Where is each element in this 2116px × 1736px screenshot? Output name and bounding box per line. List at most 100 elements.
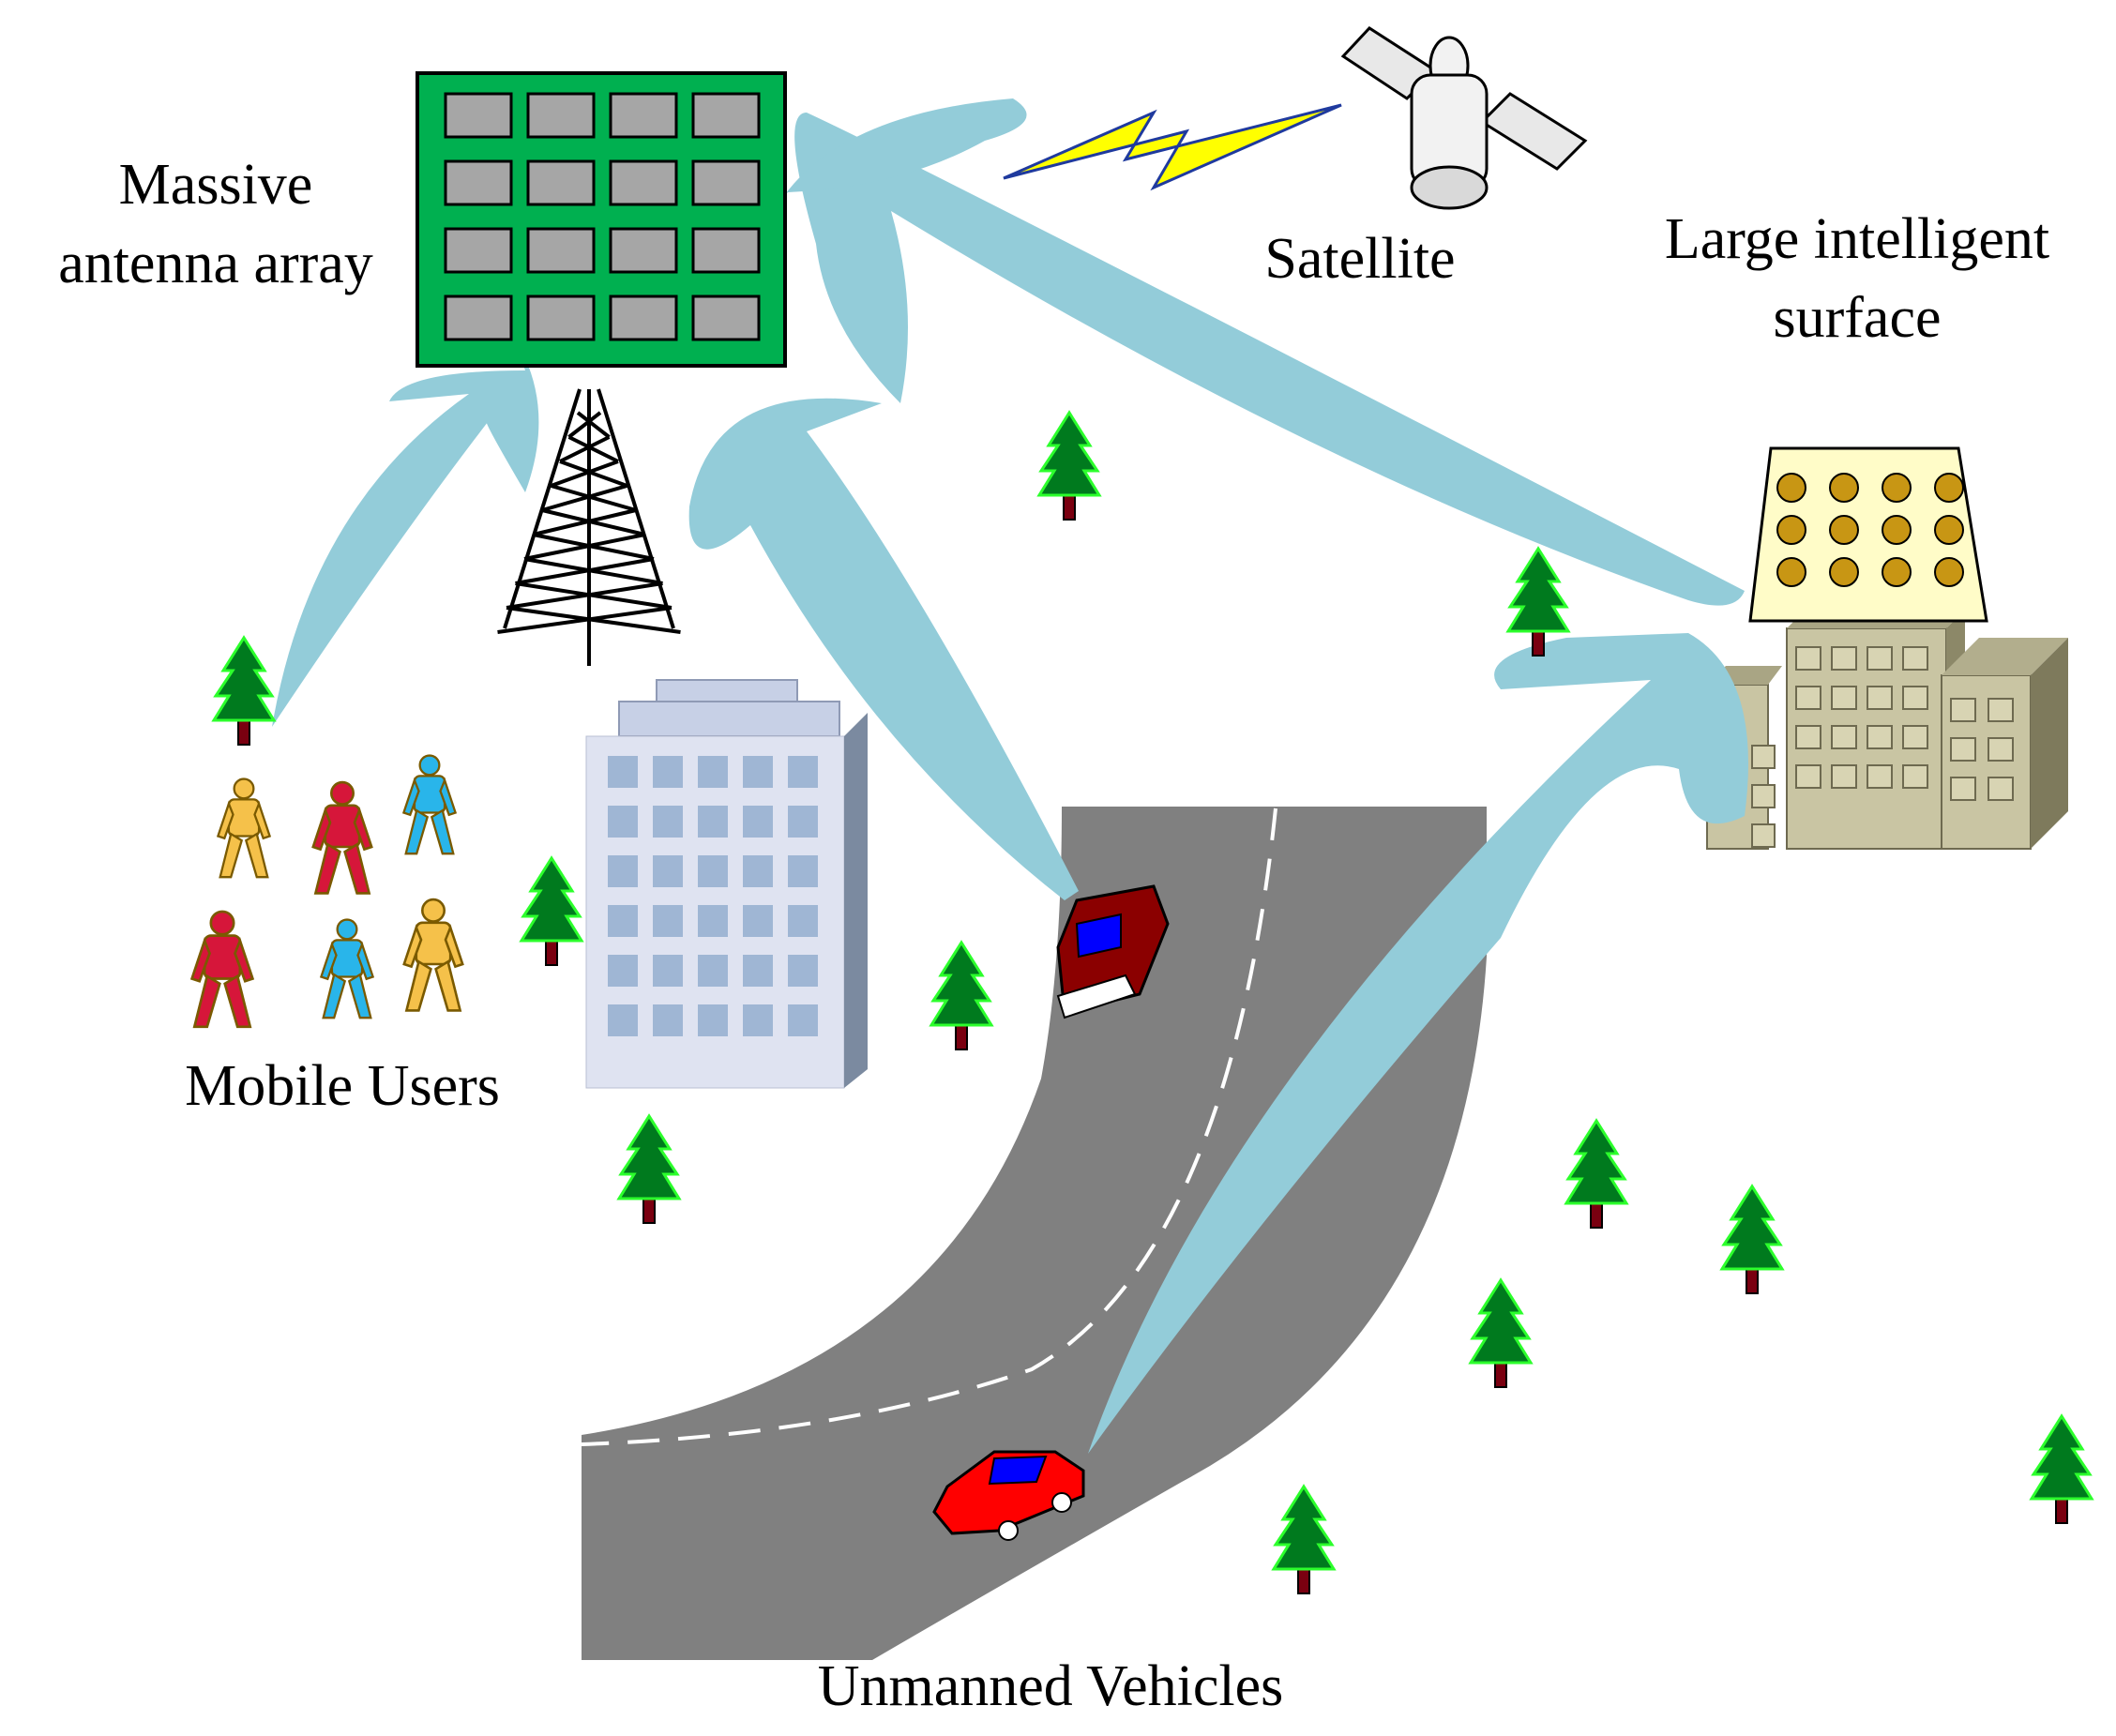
person-icon: [319, 918, 375, 1019]
office-window: [608, 756, 638, 788]
antenna-element: [691, 159, 761, 206]
building-window: [1751, 745, 1776, 769]
antenna-element: [444, 227, 513, 274]
office-window: [743, 905, 773, 937]
antenna-label-line1: Massive: [118, 153, 313, 217]
office-window: [788, 855, 818, 887]
office-window: [653, 955, 683, 987]
trees-group: [211, 410, 2094, 1594]
person-icon: [401, 754, 458, 855]
office-window: [788, 905, 818, 937]
office-window: [698, 855, 728, 887]
lis-element: [1882, 473, 1912, 503]
building-window: [1831, 725, 1857, 749]
building-window: [1867, 686, 1893, 710]
lis-label-line2: surface: [1773, 286, 1942, 350]
antenna-element: [609, 159, 678, 206]
building-icon: [1706, 610, 2068, 850]
building-window: [1867, 725, 1893, 749]
person-icon: [311, 780, 373, 895]
office-window: [698, 905, 728, 937]
office-window: [653, 756, 683, 788]
lis-label: Large intelligent surface: [1609, 200, 2106, 357]
tree-icon: [1564, 1118, 1629, 1229]
office-window: [653, 806, 683, 838]
person-icon: [216, 777, 272, 879]
building-window: [1831, 764, 1857, 789]
tree-icon: [1505, 546, 1571, 657]
building-window: [1751, 784, 1776, 808]
tree-icon: [929, 940, 994, 1050]
building-window: [1795, 764, 1821, 789]
office-window: [698, 756, 728, 788]
office-window: [788, 1004, 818, 1036]
antenna-element: [609, 92, 678, 139]
office-window: [788, 806, 818, 838]
tree-icon: [1719, 1184, 1785, 1294]
office-window: [788, 955, 818, 987]
office-window: [698, 955, 728, 987]
lis-element: [1829, 515, 1859, 545]
tree-icon: [519, 855, 584, 966]
antenna-element: [526, 159, 596, 206]
antenna-element: [609, 227, 678, 274]
building-window: [1867, 764, 1893, 789]
office-window: [653, 855, 683, 887]
antenna-element: [691, 92, 761, 139]
lightning-icon: [1003, 103, 1342, 191]
office-window: [608, 1004, 638, 1036]
satellite-icon: [1340, 26, 1588, 210]
building-window: [1902, 764, 1928, 789]
building-window: [1831, 646, 1857, 671]
antenna-element: [444, 294, 513, 341]
lis-element: [1829, 557, 1859, 587]
antenna-element: [444, 92, 513, 139]
office-window: [743, 955, 773, 987]
building-window: [1831, 686, 1857, 710]
vehicles-label: Unmanned Vehicles: [817, 1654, 1284, 1718]
building-window: [1795, 646, 1821, 671]
office-window: [653, 905, 683, 937]
tree-icon: [1271, 1484, 1337, 1594]
beam-arrow-icon: [272, 98, 1748, 1454]
lis-element: [1934, 557, 1964, 587]
lis-element: [1934, 473, 1964, 503]
road-icon: [581, 807, 1487, 1660]
office-window: [608, 855, 638, 887]
person-icon: [402, 898, 464, 1012]
building-window: [1902, 646, 1928, 671]
antenna-element: [609, 294, 678, 341]
office-window: [743, 855, 773, 887]
office-window: [788, 756, 818, 788]
antenna-element: [444, 159, 513, 206]
tree-icon: [616, 1113, 682, 1224]
building-window: [1795, 686, 1821, 710]
building-window: [1751, 823, 1776, 848]
tree-icon: [211, 635, 277, 746]
tree-icon: [2029, 1413, 2094, 1524]
lis-element: [1776, 473, 1806, 503]
building-window: [1950, 698, 1976, 722]
building-window: [1950, 737, 1976, 762]
lis-element: [1882, 557, 1912, 587]
mobile-users-label: Mobile Users: [185, 1054, 500, 1118]
office-window: [608, 955, 638, 987]
lis-panel-icon: [1748, 446, 1988, 623]
office-window: [743, 756, 773, 788]
car-icon: [1056, 884, 1170, 1019]
tower-icon: [497, 388, 681, 666]
lis-element: [1882, 515, 1912, 545]
lis-element: [1776, 557, 1806, 587]
satellite-label: Satellite: [1264, 227, 1456, 291]
tree-icon: [1036, 410, 1102, 521]
building-window: [1795, 725, 1821, 749]
lis-element: [1776, 515, 1806, 545]
antenna-element: [526, 227, 596, 274]
building-window: [1988, 737, 2014, 762]
office-window: [743, 1004, 773, 1036]
antenna-label: Massive antenna array: [9, 145, 422, 303]
antenna-array-icon: [416, 71, 787, 368]
building-window: [1988, 698, 2014, 722]
office-window: [698, 806, 728, 838]
